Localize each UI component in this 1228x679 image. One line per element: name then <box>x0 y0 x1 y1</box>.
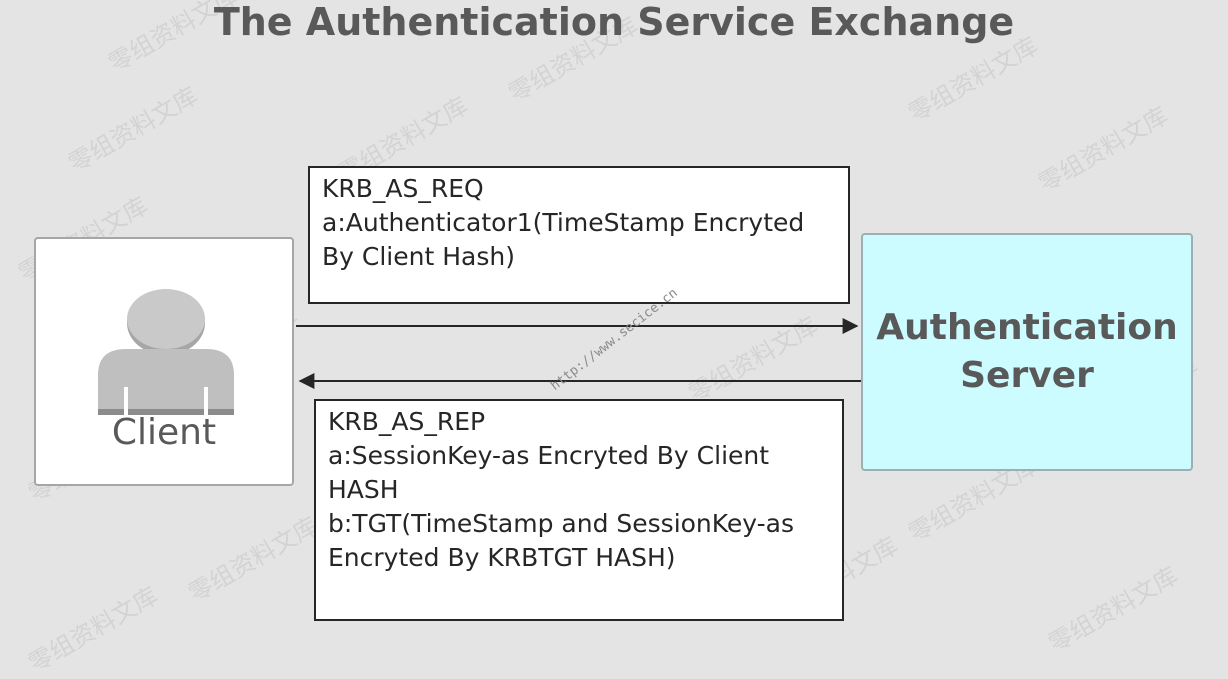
server-label-line2: Server <box>960 355 1094 396</box>
client-node: Client <box>34 237 294 486</box>
reply-line: b:TGT(TimeStamp and SessionKey-as <box>328 509 795 538</box>
request-line: By Client Hash) <box>322 242 515 271</box>
request-message-box: KRB_AS_REQ a:Authenticator1(TimeStamp En… <box>308 166 850 304</box>
request-line: a:Authenticator1(TimeStamp Encryted <box>322 208 805 237</box>
reply-line: Encryted By KRBTGT HASH) <box>328 543 676 572</box>
reply-line: a:SessionKey-as Encryted By Client <box>328 441 770 470</box>
server-label: Authentication Server <box>876 304 1177 400</box>
request-line: KRB_AS_REQ <box>322 174 484 203</box>
reply-message-box: KRB_AS_REP a:SessionKey-as Encryted By C… <box>314 399 844 621</box>
diagram-title: The Authentication Service Exchange <box>213 0 1015 44</box>
client-label: Client <box>111 412 217 453</box>
server-label-line1: Authentication <box>876 307 1178 348</box>
arrows-layer <box>296 318 861 389</box>
reply-line: HASH <box>328 475 399 504</box>
authentication-server-node: Authentication Server <box>861 233 1193 471</box>
user-icon <box>98 289 234 415</box>
reply-line: KRB_AS_REP <box>328 407 486 436</box>
